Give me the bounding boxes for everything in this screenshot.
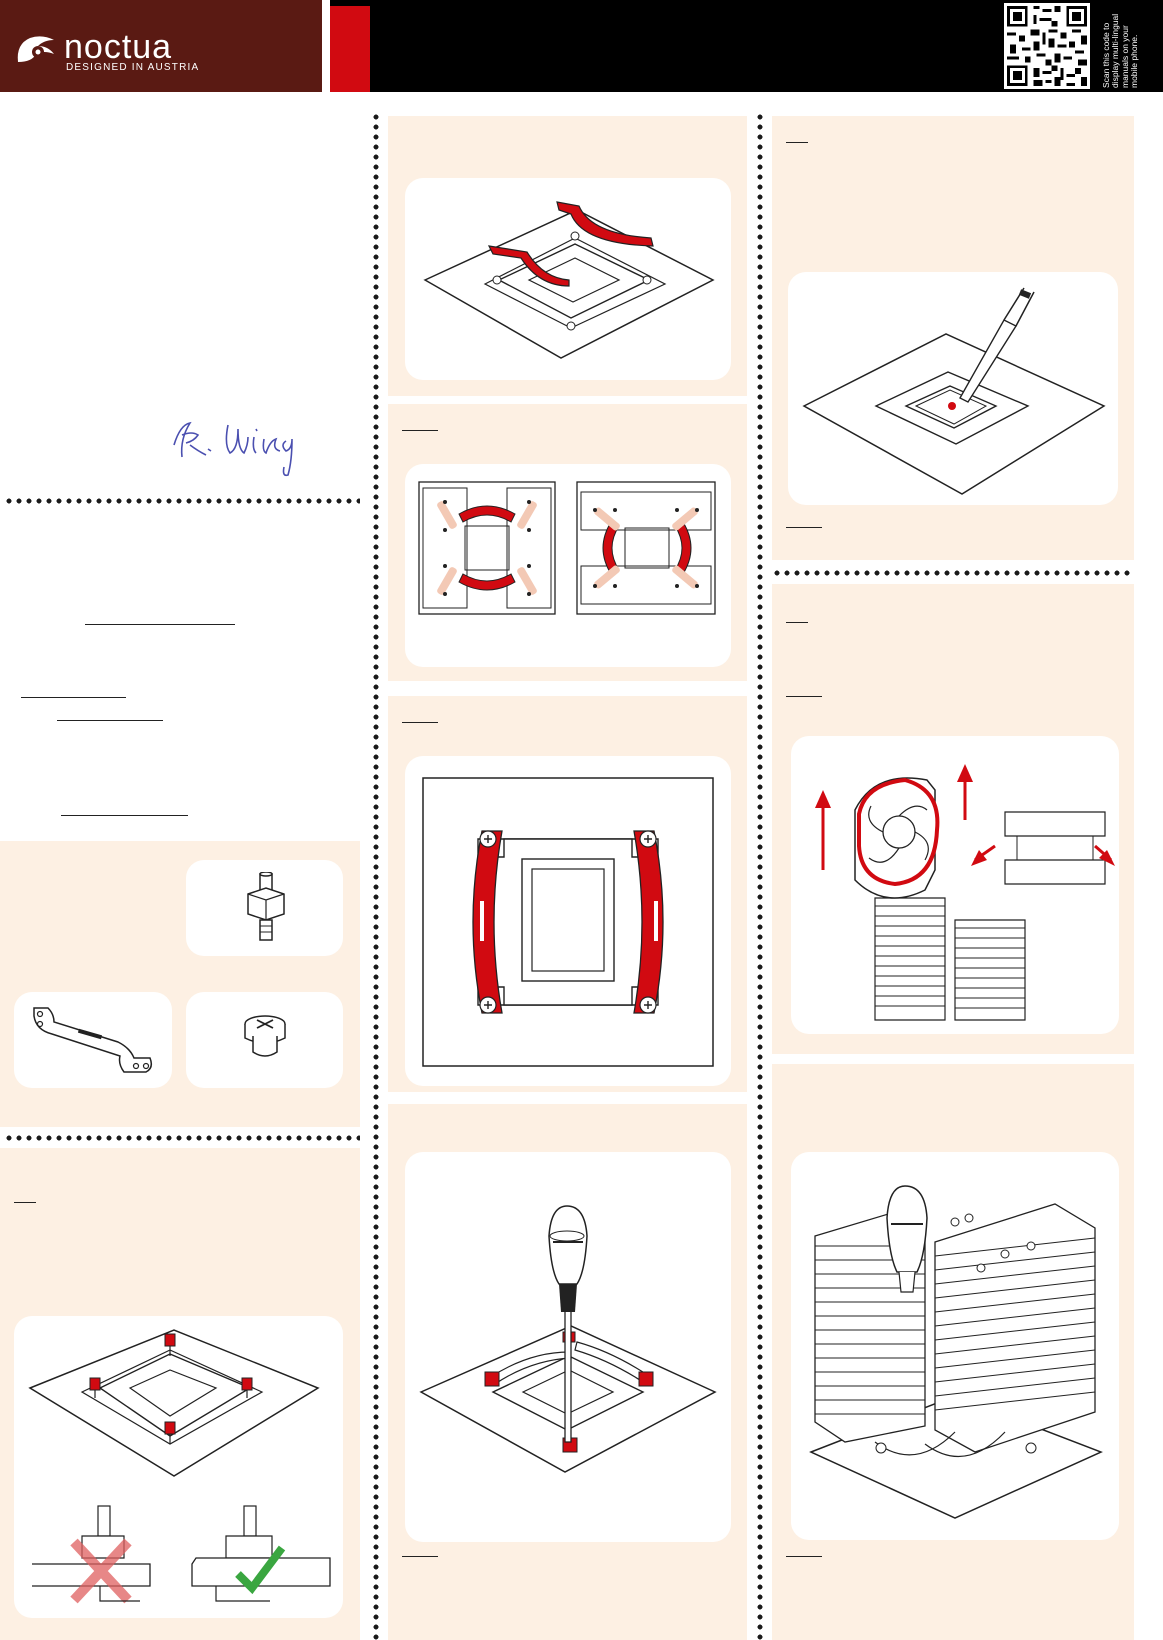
step-thermal-paste-panel	[772, 116, 1134, 560]
step-underline-a	[14, 1202, 36, 1203]
thumb-nut-icon	[238, 1012, 292, 1068]
separator-left-2	[4, 1135, 360, 1141]
link-underline-3	[57, 720, 163, 721]
header-accent-block	[330, 6, 370, 92]
standoff-card	[186, 860, 343, 956]
separator-vertical-1	[373, 112, 379, 1640]
step-underline-f	[786, 527, 822, 528]
step-standoffs-panel	[0, 1148, 360, 1640]
top-view-illustration	[422, 777, 714, 1067]
qr-hint-text: Scan this code to display multi-lingual …	[1101, 13, 1140, 88]
mounting-bar-card	[14, 992, 172, 1088]
parts-panel	[0, 841, 360, 1127]
thumb-nut-card	[186, 992, 343, 1088]
standoffs-illustration-card	[14, 1316, 343, 1618]
fan-removal-illustration	[795, 750, 1115, 1030]
step-underline-e	[786, 142, 808, 143]
step-bar-orientation-panel	[388, 404, 747, 681]
step-install-cooler-panel	[772, 1064, 1134, 1640]
separator-right-1	[772, 570, 1134, 576]
backplate-standoffs-illustration	[20, 1326, 338, 1611]
link-underline-1	[85, 624, 235, 625]
step-underline-d	[402, 1556, 438, 1557]
step-underline-h	[786, 696, 822, 697]
bar-orientation-illustration	[415, 478, 721, 618]
separator-vertical-2	[757, 112, 763, 1640]
mounting-bar-icon	[26, 1004, 160, 1076]
step-fan-removal-panel	[772, 584, 1134, 1054]
brand-tagline: DESIGNED IN AUSTRIA	[66, 62, 200, 73]
step-underline-g	[786, 622, 808, 623]
step-secure-nuts-panel	[388, 1104, 747, 1640]
top-view-card	[405, 756, 731, 1086]
signature-icon	[168, 405, 318, 485]
step-underline-b	[402, 430, 438, 431]
installed-cooler-illustration	[805, 1182, 1107, 1522]
step-underline-c	[402, 722, 438, 723]
fan-removal-card	[791, 736, 1119, 1034]
separator-left-1	[4, 498, 360, 504]
brand-name: noctua	[64, 28, 173, 66]
thermal-paste-illustration	[798, 286, 1110, 500]
qr-code-icon	[1004, 3, 1090, 89]
link-underline-2	[21, 697, 126, 698]
header-bar: Scan this code to display multi-lingual …	[330, 0, 1163, 92]
screwdriver-card	[405, 1152, 731, 1542]
install-cooler-card	[791, 1152, 1119, 1540]
brand-banner: noctua DESIGNED IN AUSTRIA	[0, 0, 322, 92]
step-mounting-bars-panel	[388, 116, 747, 396]
mounting-bars-card	[405, 178, 731, 380]
screwdriver-illustration	[417, 1202, 719, 1502]
step-underline-i	[786, 1556, 822, 1557]
bar-orientation-card	[405, 464, 731, 667]
mounting-bars-illustration	[419, 188, 719, 370]
standoff-icon	[240, 872, 292, 944]
step-top-view-panel	[388, 696, 747, 1092]
thermal-paste-card	[788, 272, 1118, 505]
noctua-logo-icon	[14, 32, 60, 66]
link-underline-4	[61, 815, 188, 816]
